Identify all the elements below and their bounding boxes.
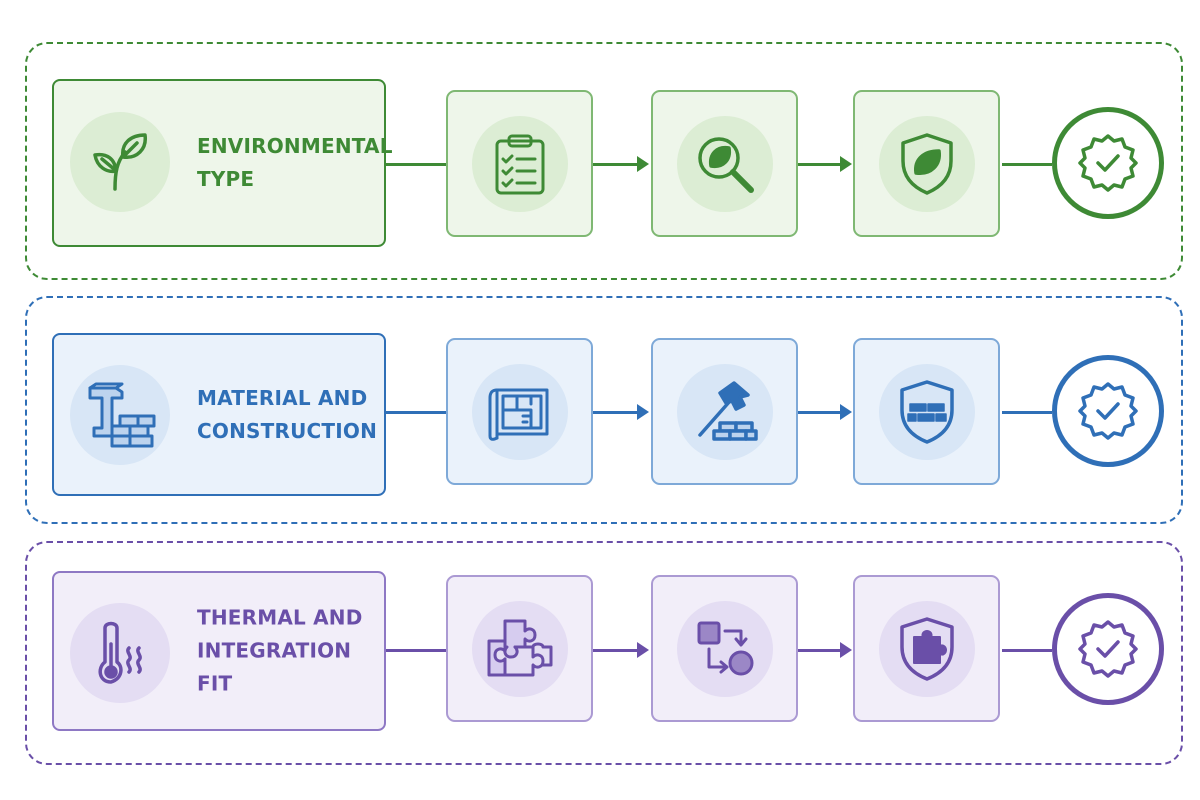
connector-line xyxy=(593,649,637,652)
blueprint-icon xyxy=(471,363,568,460)
category-label: THERMAL AND INTEGRATION FIT xyxy=(197,605,363,696)
steel-beam-bricks-icon xyxy=(70,365,170,465)
category-label: MATERIAL AND CONSTRUCTION xyxy=(197,385,378,443)
connector-line xyxy=(798,411,840,414)
category-label-box: ENVIRONMENTAL TYPE xyxy=(52,79,393,247)
connector-line xyxy=(593,411,637,414)
step-card xyxy=(446,575,593,722)
check-badge-icon xyxy=(1078,382,1138,440)
category-label: ENVIRONMENTAL TYPE xyxy=(197,134,393,191)
arrow-head xyxy=(637,156,649,172)
shield-leaf-icon xyxy=(878,115,975,212)
category-label-box: MATERIAL AND CONSTRUCTION xyxy=(52,333,386,496)
hammer-bricks-icon xyxy=(676,363,773,460)
step-card xyxy=(853,575,1000,722)
step-card xyxy=(651,338,798,485)
step-card xyxy=(446,90,593,237)
connector-line xyxy=(386,411,446,414)
step-card xyxy=(853,338,1000,485)
row-environmental: ENVIRONMENTAL TYPE xyxy=(25,42,1183,280)
step-card xyxy=(853,90,1000,237)
row-frame xyxy=(25,541,1183,765)
connector-line xyxy=(1002,649,1052,652)
connector-line xyxy=(798,163,840,166)
thermometer-heat-icon xyxy=(70,603,170,703)
category-label-box: THERMAL AND INTEGRATION FIT xyxy=(52,571,386,731)
arrow-head xyxy=(637,642,649,658)
row-thermal: THERMAL AND INTEGRATION FIT xyxy=(25,541,1183,765)
completion-badge xyxy=(1052,593,1164,705)
step-card xyxy=(651,575,798,722)
arrow-head xyxy=(637,404,649,420)
step-card xyxy=(446,338,593,485)
magnifier-leaf-icon xyxy=(676,115,773,212)
connector-line xyxy=(386,649,446,652)
connector-line xyxy=(386,163,446,166)
check-badge-icon xyxy=(1078,134,1138,192)
leaf-icon xyxy=(70,112,170,212)
arrow-head xyxy=(840,404,852,420)
row-frame xyxy=(25,296,1183,524)
check-badge-icon xyxy=(1078,620,1138,678)
shield-puzzle-icon xyxy=(878,600,975,697)
step-card xyxy=(651,90,798,237)
completion-badge xyxy=(1052,355,1164,467)
connector-line xyxy=(1002,163,1052,166)
flow-shapes-icon xyxy=(676,600,773,697)
connector-line xyxy=(798,649,840,652)
clipboard-checklist-icon xyxy=(471,115,568,212)
puzzle-icon xyxy=(471,600,568,697)
connector-line xyxy=(593,163,637,166)
row-frame xyxy=(25,42,1183,280)
shield-brick-icon xyxy=(878,363,975,460)
connector-line xyxy=(1002,411,1052,414)
arrow-head xyxy=(840,642,852,658)
completion-badge xyxy=(1052,107,1164,219)
row-material: MATERIAL AND CONSTRUCTION xyxy=(25,296,1183,524)
arrow-head xyxy=(840,156,852,172)
